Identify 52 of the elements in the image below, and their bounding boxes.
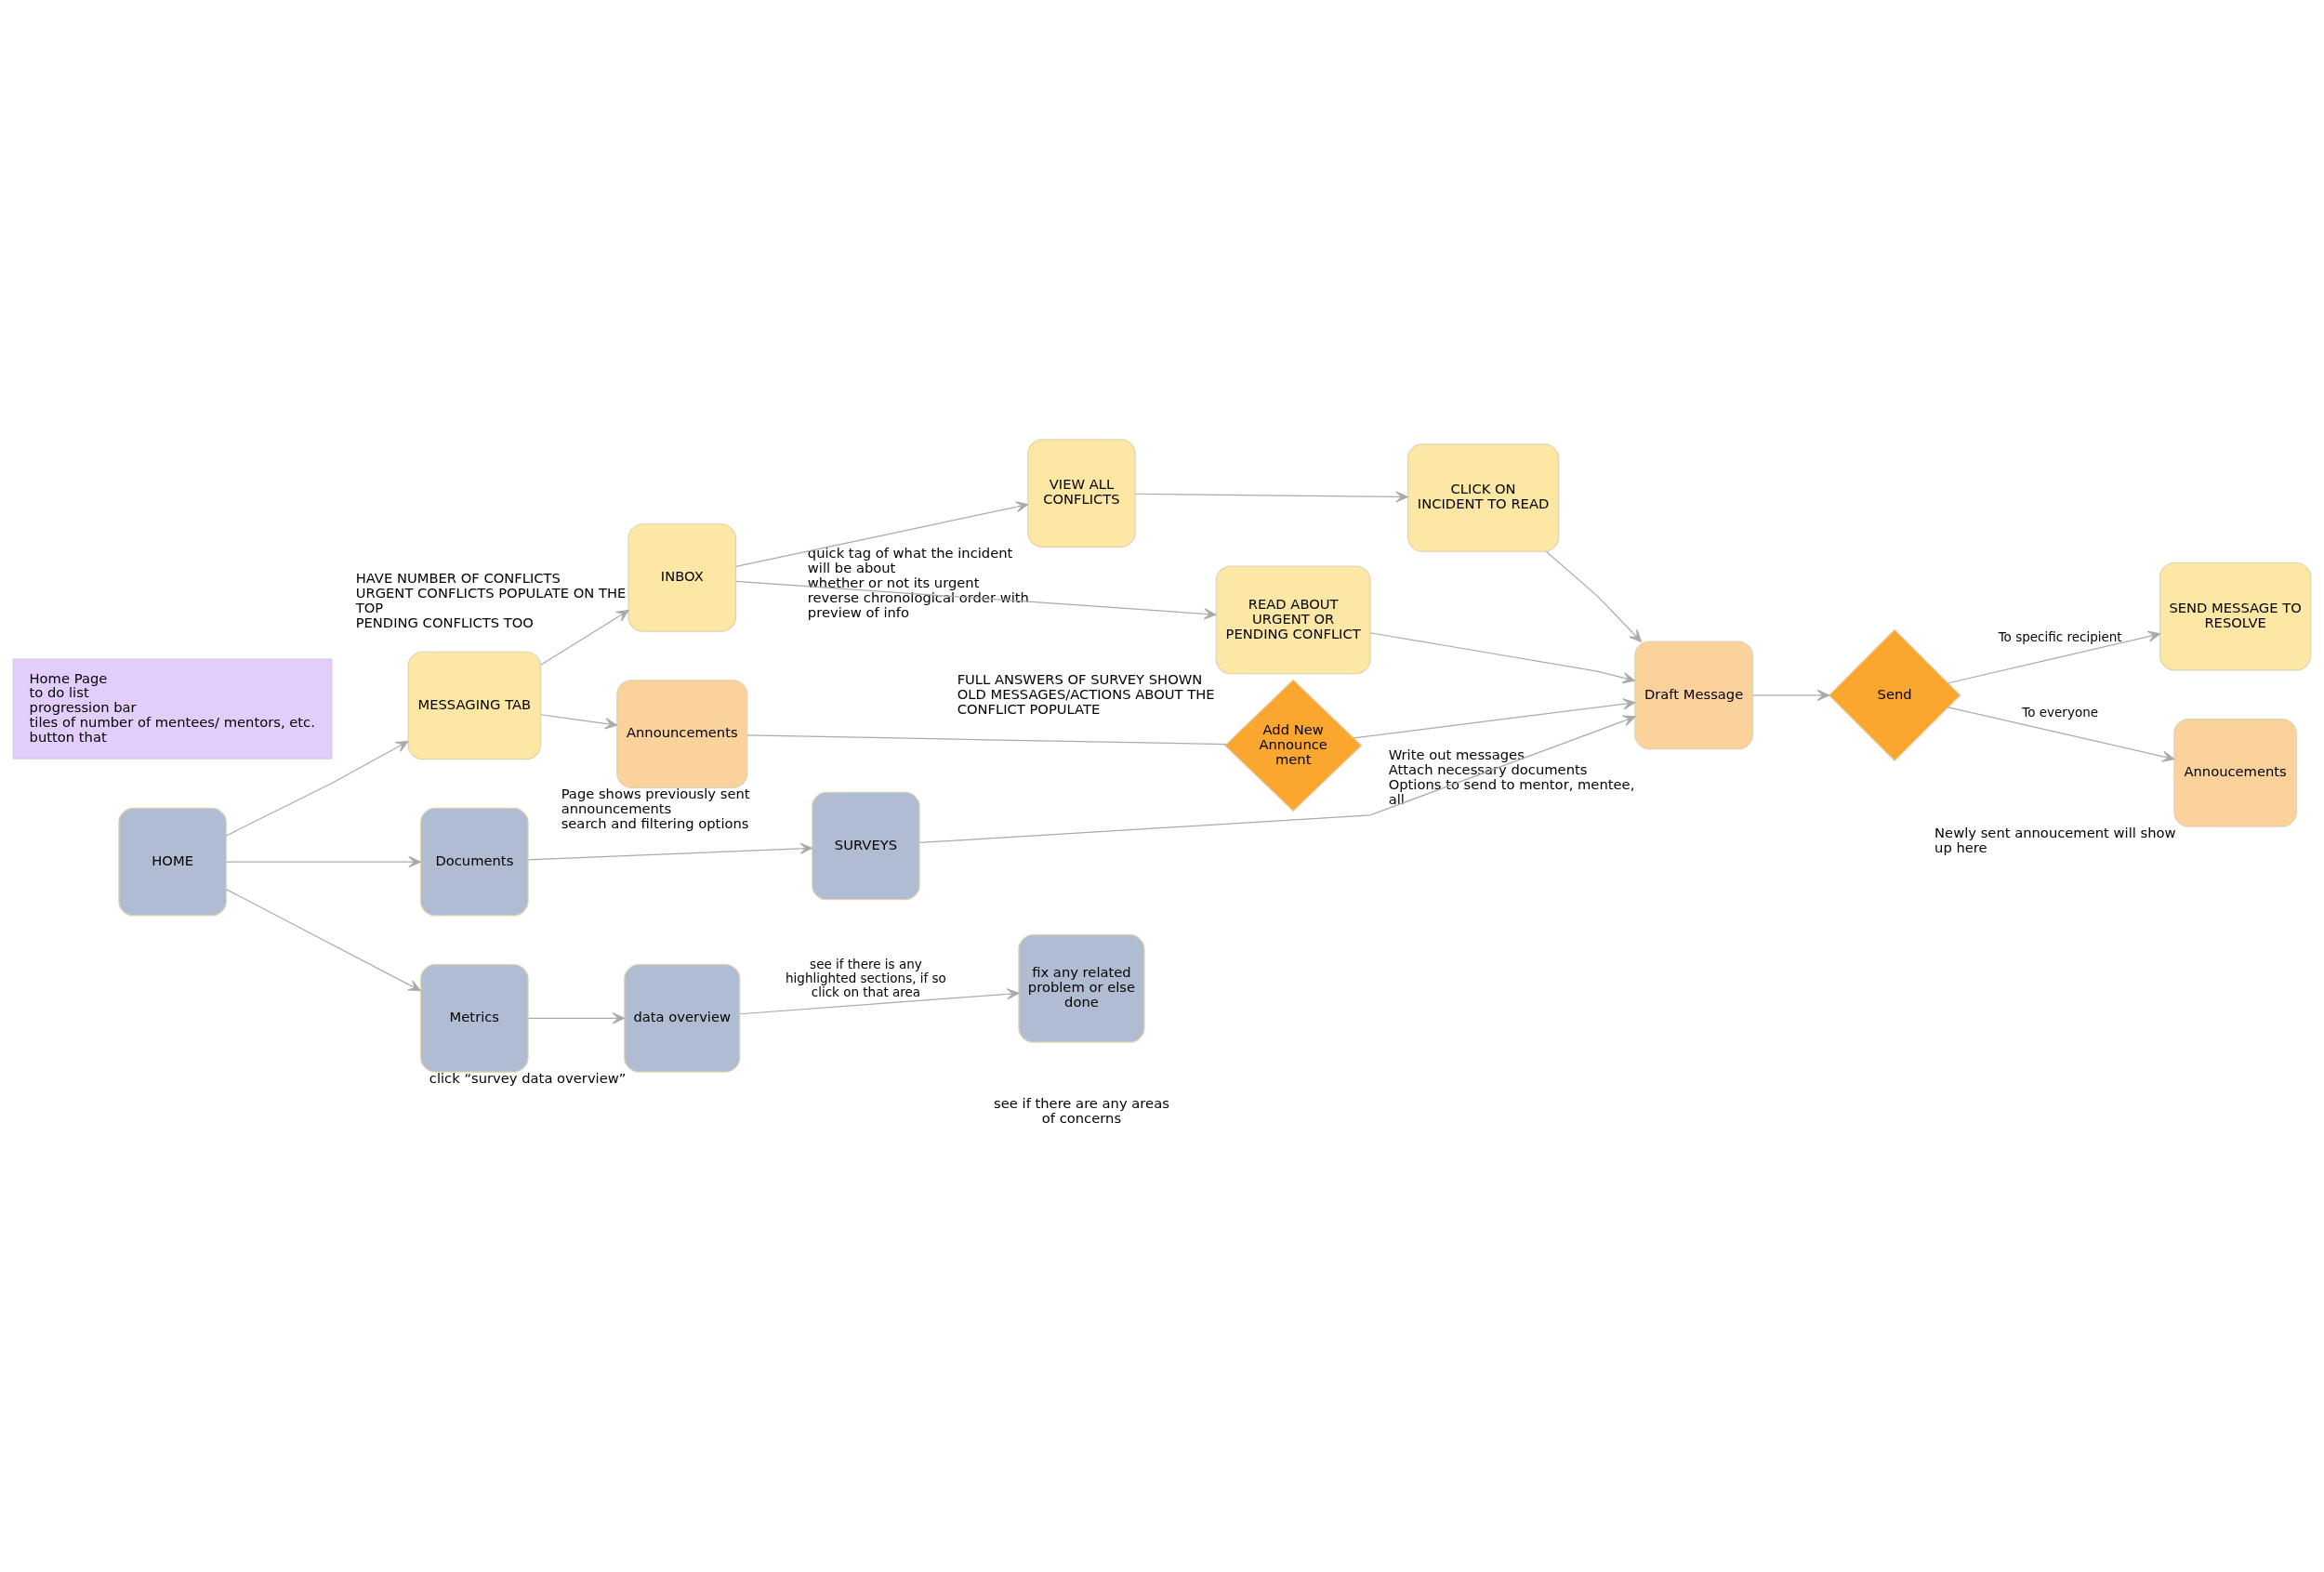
node-diamond: Add New Announce ment [1223,679,1363,812]
arrow [527,1012,626,1024]
node-box: MESSAGING TAB [407,651,542,760]
node-label: URGENT CONFLICTS POPULATE ON THE TOP [355,585,627,616]
connector [746,734,1227,746]
arrow [225,856,421,868]
arrow [1948,630,2161,684]
edge-label: see if there is any highlighted sections, if so click on that area [786,957,946,999]
node-label: Write out messages [1388,746,1525,763]
node-label: FULL ANSWERS OF SURVEY SHOWN [957,671,1203,688]
arrow [739,988,1020,1015]
node-box: SURVEYS [812,791,920,901]
node-box: fix any related problem or else done [1018,934,1145,1043]
arrow [735,501,1029,567]
node-label: Attach necessary documents [1388,761,1588,778]
arrow [225,740,409,837]
node-box: HOME [118,807,227,917]
node-box: CLICK ON INCIDENT TO READ [1406,443,1560,552]
arrow [1353,698,1636,739]
arrow [1134,491,1408,503]
arrow [1369,632,1635,684]
node-box: Announcements [616,680,748,788]
node-label: whether or not its urgent [807,575,980,591]
node-box: Draft Message [1634,641,1753,750]
node-label: Options to send to mentor, mentee, all [1388,776,1635,808]
arrow [540,610,629,666]
label: see if there are any areas of concerns [994,1094,1169,1126]
node-diamond: Send [1828,628,1961,762]
arrow [1948,707,2175,762]
arrow [918,715,1636,844]
arrow [1752,689,1829,702]
node-box: SEND MESSAGE TO RESOLVE [2159,561,2312,671]
arrow [1545,550,1642,642]
node-label: Newly sent annoucement will show up here [1934,824,2176,855]
node-box: VIEW ALL CONFLICTS [1027,439,1136,548]
arrow [225,889,421,992]
node-box: Home Page to do list progression bar tiles of number of mentees/ mentors, etc. button that [12,658,333,760]
node-box: READ ABOUT URGENT OR PENDING CONFLICT [1215,565,1371,675]
node-label: PENDING CONFLICTS TOO [355,614,534,630]
arrow [735,580,1217,620]
node-box: Annoucements [2173,719,2297,827]
node-box: INBOX [627,523,737,632]
node-label: search and filtering options [561,815,749,832]
node-box: Metrics [420,964,529,1073]
node-label: OLD MESSAGES/ACTIONS ABOUT THE CONFLICT POPULATE [957,686,1215,718]
node-box: Documents [420,807,529,917]
arrow [527,842,813,861]
arrow [540,714,618,730]
node-box: data overview [624,964,741,1073]
edge-label: To specific recipient [1998,628,2122,644]
edge-label: To everyone [2022,704,2099,720]
node-label: HAVE NUMBER OF CONFLICTS [355,570,561,587]
